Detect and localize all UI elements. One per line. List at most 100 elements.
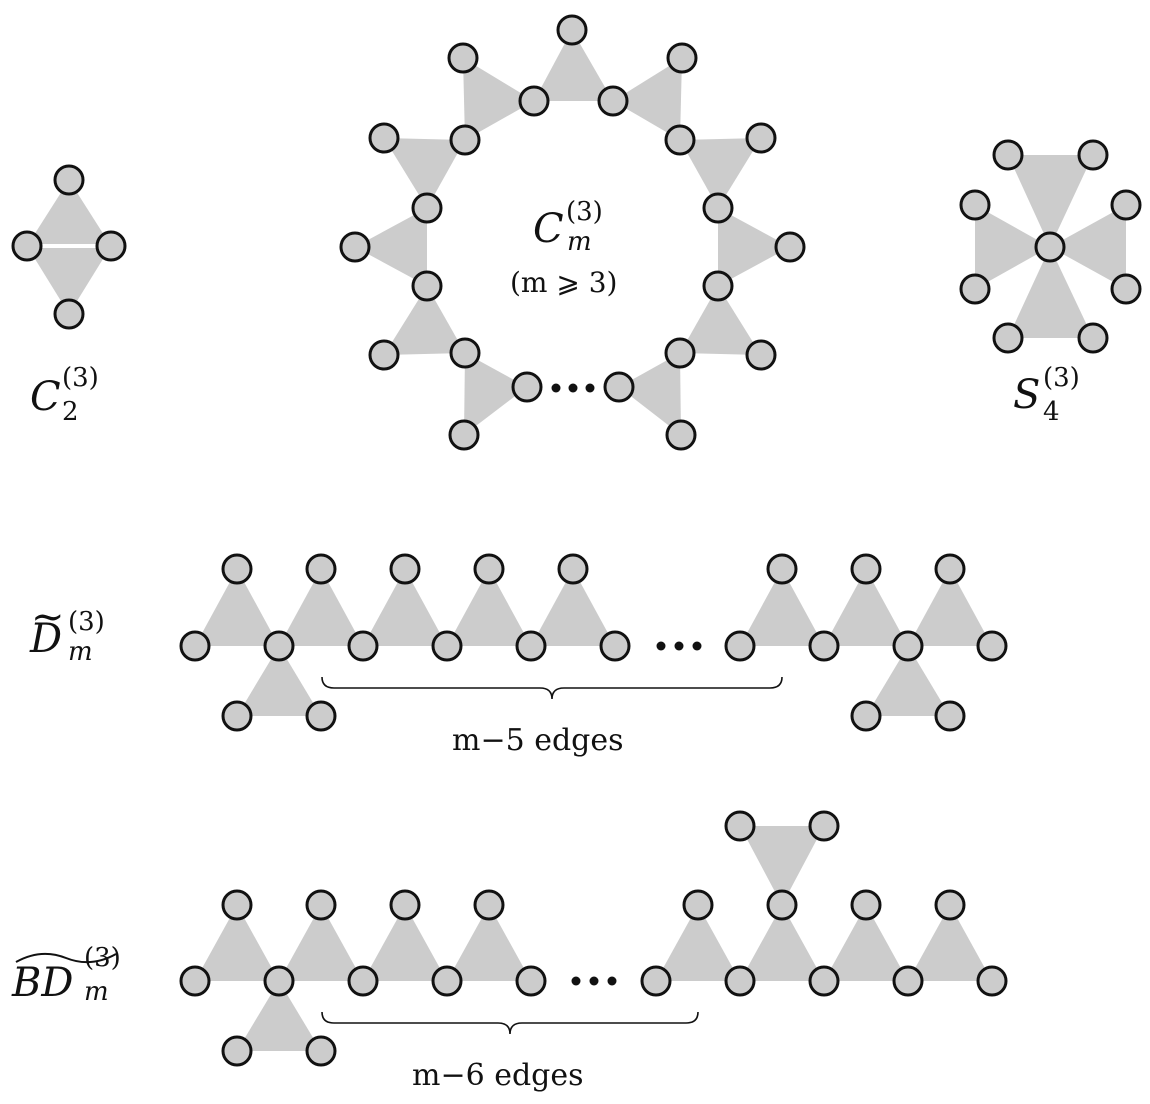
vertex: [640, 965, 672, 997]
vertex: [603, 371, 635, 403]
vertex: [934, 553, 966, 585]
bdm-ellipsis-dot: [589, 976, 599, 986]
dm-hyperedge: [740, 569, 824, 646]
bdm-accent-mark: [15, 952, 117, 964]
s4-base: S: [1013, 372, 1040, 418]
bdm-hyperedge: [195, 905, 279, 981]
dm-ellipsis-dot: [656, 641, 666, 651]
cm-hyperedge: [463, 58, 534, 140]
vertex: [221, 700, 253, 732]
vertex: [411, 270, 443, 302]
s4-hyperedge: [1008, 155, 1093, 247]
s4-sup: (3): [1043, 363, 1080, 393]
vertex: [95, 230, 127, 262]
vertex: [664, 124, 696, 156]
vertex: [305, 1035, 337, 1067]
bdm-hyperedge: [908, 905, 992, 981]
dm-hyperedge: [363, 569, 447, 646]
vertex: [850, 553, 882, 585]
vertex: [1110, 189, 1142, 221]
vertex: [745, 122, 777, 154]
bdm-label: BD (3) m: [11, 943, 121, 1007]
s4-hyperedge: [975, 205, 1050, 289]
vertex: [449, 337, 481, 369]
c2-hyperedge: [27, 246, 111, 314]
ellipsis-layer: [551, 383, 702, 986]
cm-base: C: [533, 206, 564, 252]
vertex: [515, 965, 547, 997]
vertex: [745, 339, 777, 371]
vertex: [389, 889, 421, 921]
vertex: [1077, 139, 1109, 171]
cm-label: C (3) m (m ⩾ 3): [510, 197, 617, 299]
vertex: [368, 339, 400, 371]
cm-hyperedge: [384, 138, 465, 208]
vertex: [976, 630, 1008, 662]
c2-sup: (3): [62, 363, 99, 393]
vertex: [53, 298, 85, 330]
bdm-hyperedge: [447, 905, 531, 981]
vertex: [808, 630, 840, 662]
dm-hyperedge: [866, 646, 950, 716]
vertex: [347, 965, 379, 997]
bdm-sub: m: [84, 977, 109, 1007]
vertex: [557, 553, 589, 585]
vertex: [221, 1035, 253, 1067]
dm-hyperedge: [447, 569, 531, 646]
cm-hyperedge: [384, 286, 465, 355]
vertex: [263, 965, 295, 997]
vertex: [766, 553, 798, 585]
vertex: [808, 965, 840, 997]
cm-hyperedge: [613, 58, 682, 140]
vertex: [473, 889, 505, 921]
c2-base: C: [30, 374, 61, 420]
vertex: [53, 164, 85, 196]
vertex: [959, 273, 991, 305]
vertex: [724, 965, 756, 997]
cm-hyperedge: [718, 208, 790, 286]
bdm-hyperedge: [740, 905, 824, 981]
dm-ellipsis-dot: [674, 641, 684, 651]
vertex: [221, 553, 253, 585]
vertex: [305, 700, 337, 732]
cm-ellipsis-dot: [585, 383, 595, 393]
dm-brace: [321, 676, 783, 700]
dm-brace-caption: m−5 edges: [452, 723, 624, 758]
bdm-hyperedge: [363, 905, 447, 981]
vertex: [992, 322, 1024, 354]
vertex: [959, 189, 991, 221]
vertex: [808, 810, 840, 842]
vertex: [702, 270, 734, 302]
dm-base: D: [29, 616, 62, 662]
vertex: [774, 231, 806, 263]
bdm-base: BD: [11, 960, 73, 1006]
bdm-hyperedge: [740, 826, 824, 905]
dm-hyperedge: [824, 569, 908, 646]
c2-label: C (3) 2: [30, 363, 99, 427]
dm-accent: ~: [31, 594, 65, 640]
vertex: [11, 230, 43, 262]
bdm-ellipsis-dot: [607, 976, 617, 986]
vertex: [447, 42, 479, 74]
vertex: [221, 889, 253, 921]
dm-sub: m: [68, 637, 93, 667]
vertex: [305, 889, 337, 921]
dm-sup: (3): [68, 607, 105, 637]
vertex: [518, 85, 550, 117]
vertex: [339, 231, 371, 263]
bdm-sup: (3): [84, 943, 121, 973]
cm-hyperedge: [680, 286, 761, 355]
vertex: [724, 810, 756, 842]
vertex: [724, 630, 756, 662]
vertex: [347, 630, 379, 662]
bdm-hyperedge: [824, 905, 908, 981]
vertex: [1077, 322, 1109, 354]
vertex: [850, 700, 882, 732]
vertex: [511, 371, 543, 403]
bdm-hyperedge: [237, 981, 321, 1051]
vertex: [702, 192, 734, 224]
dm-hyperedge: [908, 569, 992, 646]
vertex: [179, 630, 211, 662]
vertex: [305, 553, 337, 585]
